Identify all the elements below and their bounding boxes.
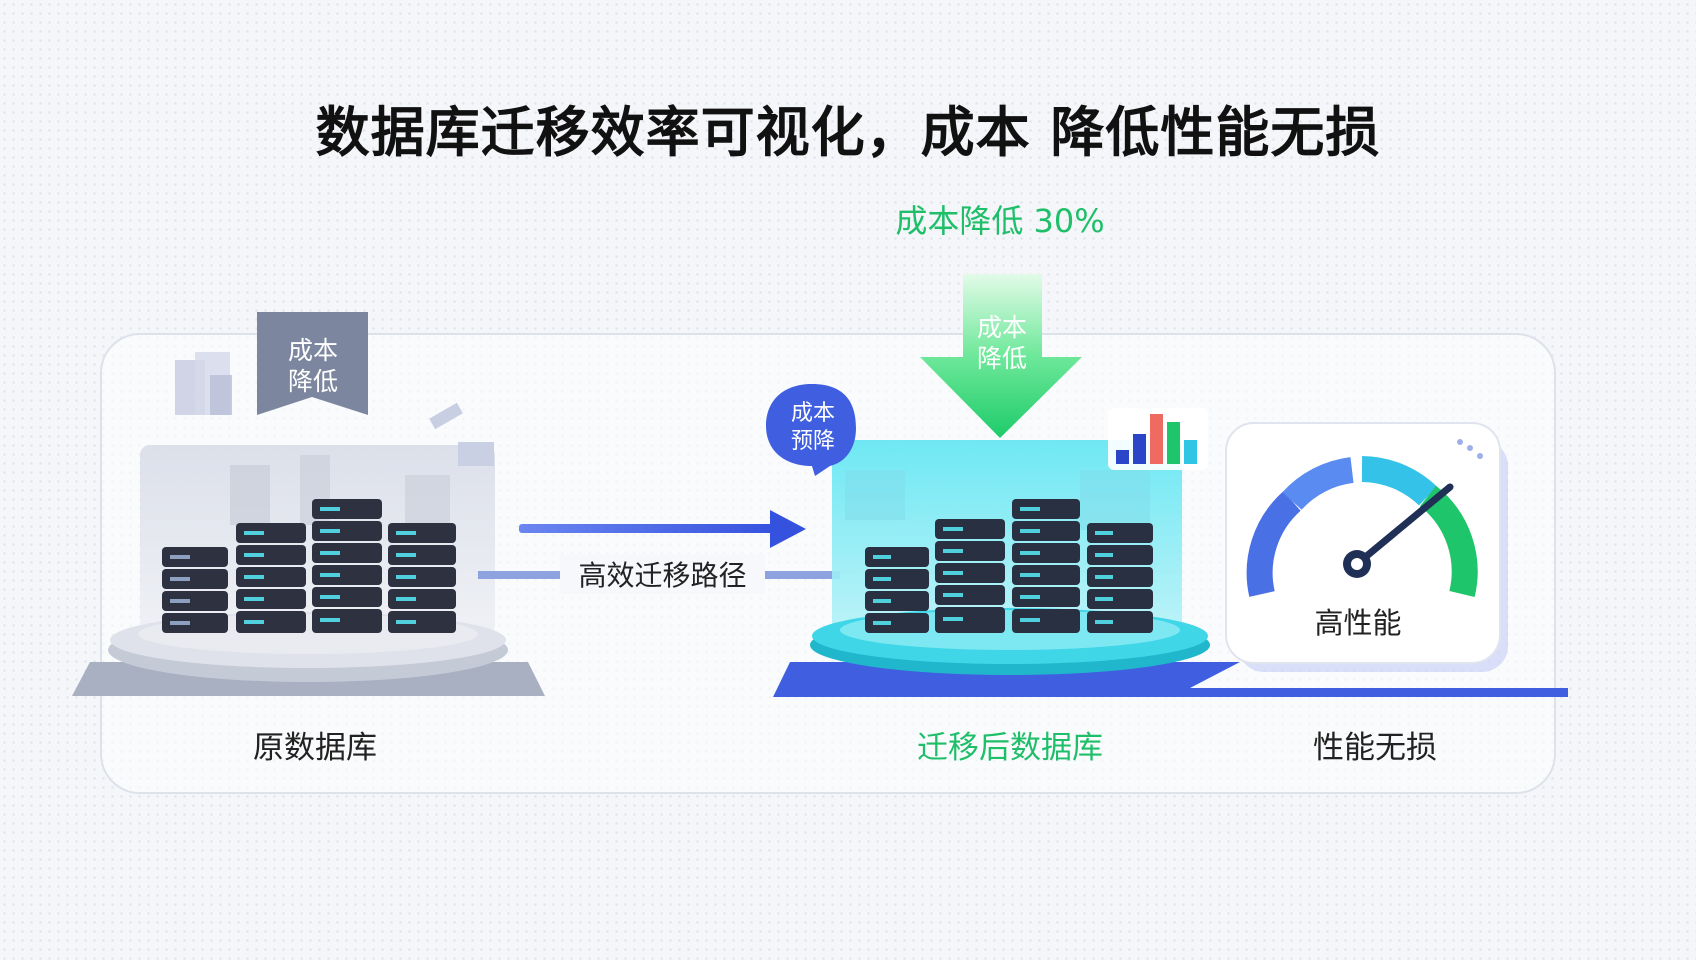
speech-bubble-icon [766, 384, 856, 476]
page-title: 数据库迁移效率可视化，成本 降低性能无损 [315, 101, 1381, 164]
bubble-line-2: 预降 [790, 428, 835, 454]
server-rack-icon [388, 523, 456, 633]
cost-reduction-banner-left [257, 312, 368, 415]
server-rack-icon [236, 523, 306, 633]
bubble-label: 成本 预降 [770, 400, 856, 455]
bar-chart-icon [1108, 408, 1208, 470]
down-arrow-line-2: 降低 [976, 344, 1027, 374]
server-rack-icon [312, 499, 382, 633]
caption-migrated-db: 迁移后数据库 [917, 730, 1103, 766]
arrow-right-icon [519, 524, 777, 533]
migration-path [478, 510, 840, 579]
left-banner-line-2: 降低 [287, 367, 338, 397]
original-server-racks [162, 499, 456, 633]
original-db-illustration [72, 352, 545, 696]
server-rack-icon [935, 519, 1005, 633]
caption-performance: 性能无损 [1313, 730, 1437, 766]
server-rack-icon [1012, 499, 1080, 633]
gauge-label: 高性能 [1314, 606, 1402, 640]
left-banner-line-1: 成本 [287, 336, 338, 365]
caption-original-db: 原数据库 [253, 730, 377, 766]
cost-reduction-headline: 成本降低 30% [895, 202, 1105, 240]
gauge-card [1225, 422, 1508, 672]
server-rack-icon [1087, 523, 1153, 633]
server-rack-icon [865, 547, 929, 633]
down-arrow-label: 成本 降低 [957, 312, 1047, 375]
migration-path-label: 高效迁移路径 [560, 554, 765, 594]
arrow-down-icon [920, 274, 1082, 438]
down-arrow-line-1: 成本 [976, 313, 1027, 342]
migrated-server-racks [865, 499, 1153, 633]
server-rack-icon [162, 547, 228, 633]
left-banner-label: 成本 降低 [258, 335, 368, 398]
gauge-icon [1246, 456, 1478, 598]
bubble-line-1: 成本 [790, 401, 835, 426]
